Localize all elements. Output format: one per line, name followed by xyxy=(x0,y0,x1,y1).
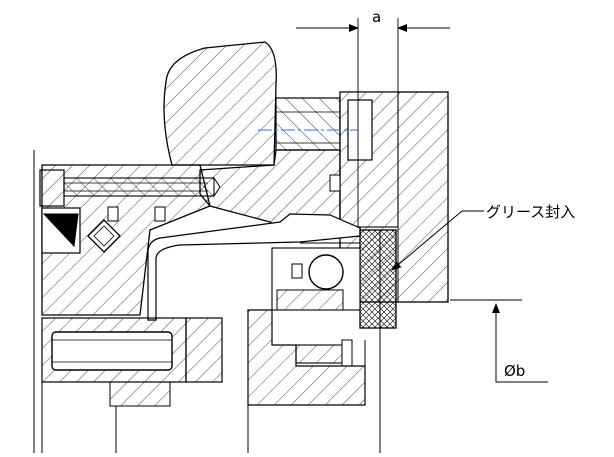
grease-seal xyxy=(359,229,397,329)
grease-leader: グリース封入 xyxy=(391,203,575,271)
grease-label: グリース封入 xyxy=(486,203,575,221)
small-bearing xyxy=(271,247,361,367)
roller-bearing xyxy=(41,317,223,407)
dimension-a-label: a xyxy=(372,8,381,26)
left-flange xyxy=(41,164,211,316)
dimension-a: a xyxy=(296,8,450,228)
bolt-top xyxy=(258,97,373,161)
clamp-block xyxy=(163,41,277,166)
roller xyxy=(51,331,173,371)
dimension-b-label: Øb xyxy=(504,362,525,380)
ball xyxy=(308,254,344,290)
frame-lines xyxy=(33,150,117,453)
inner-sleeve xyxy=(147,213,361,321)
lower-housing xyxy=(247,230,381,453)
dimension-b: Øb xyxy=(450,299,548,383)
